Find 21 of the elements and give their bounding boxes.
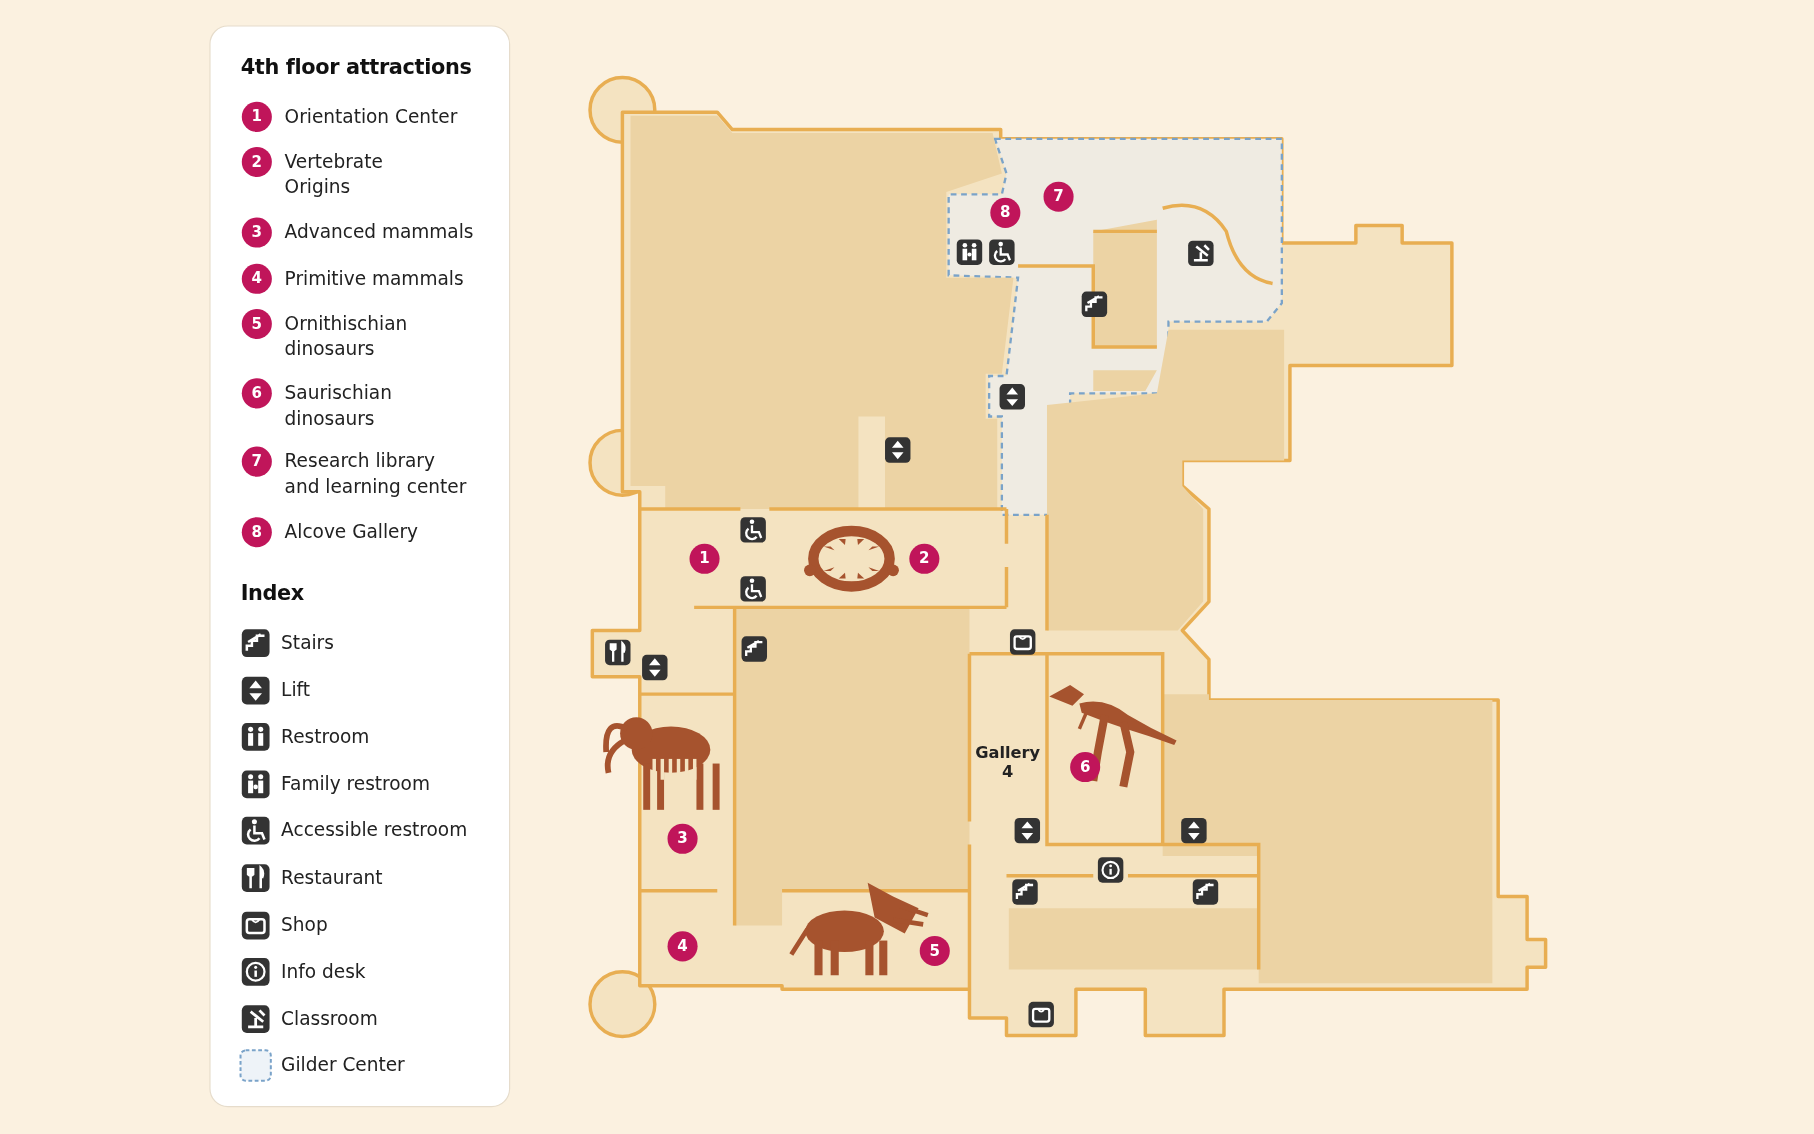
- legend-label: Lift: [281, 678, 311, 704]
- legend-label: Stairs: [281, 630, 334, 656]
- legend-label: Restaurant: [281, 865, 383, 891]
- legend-label: Saurischian dinosaurs: [284, 380, 393, 432]
- legend-label: Gilder Center: [281, 1052, 405, 1078]
- legend-label: Research library and learning center: [284, 449, 468, 500]
- gallery-label: Gallery 4: [974, 742, 1042, 783]
- legend-label: Vertebrate Origins: [284, 149, 384, 200]
- legend-label: Primitive mammals: [284, 266, 465, 292]
- legend-label: Accessible restroom: [281, 818, 468, 844]
- legend-label: Family restroom: [281, 771, 430, 797]
- legend-label: Shop: [281, 912, 328, 938]
- legend-label: Alcove Gallery: [284, 519, 420, 545]
- legend-label: Info desk: [281, 959, 366, 985]
- legend-label: Advanced mammals: [284, 219, 475, 245]
- legend-heading: Index: [240, 580, 304, 606]
- legend-label: Ornithischian dinosaurs: [284, 311, 409, 362]
- legend-label: Classroom: [281, 1006, 378, 1032]
- legend-label: Restroom: [281, 724, 370, 750]
- legend-heading: 4th floor attractions: [240, 54, 472, 79]
- legend-label: Orientation Center: [284, 104, 459, 130]
